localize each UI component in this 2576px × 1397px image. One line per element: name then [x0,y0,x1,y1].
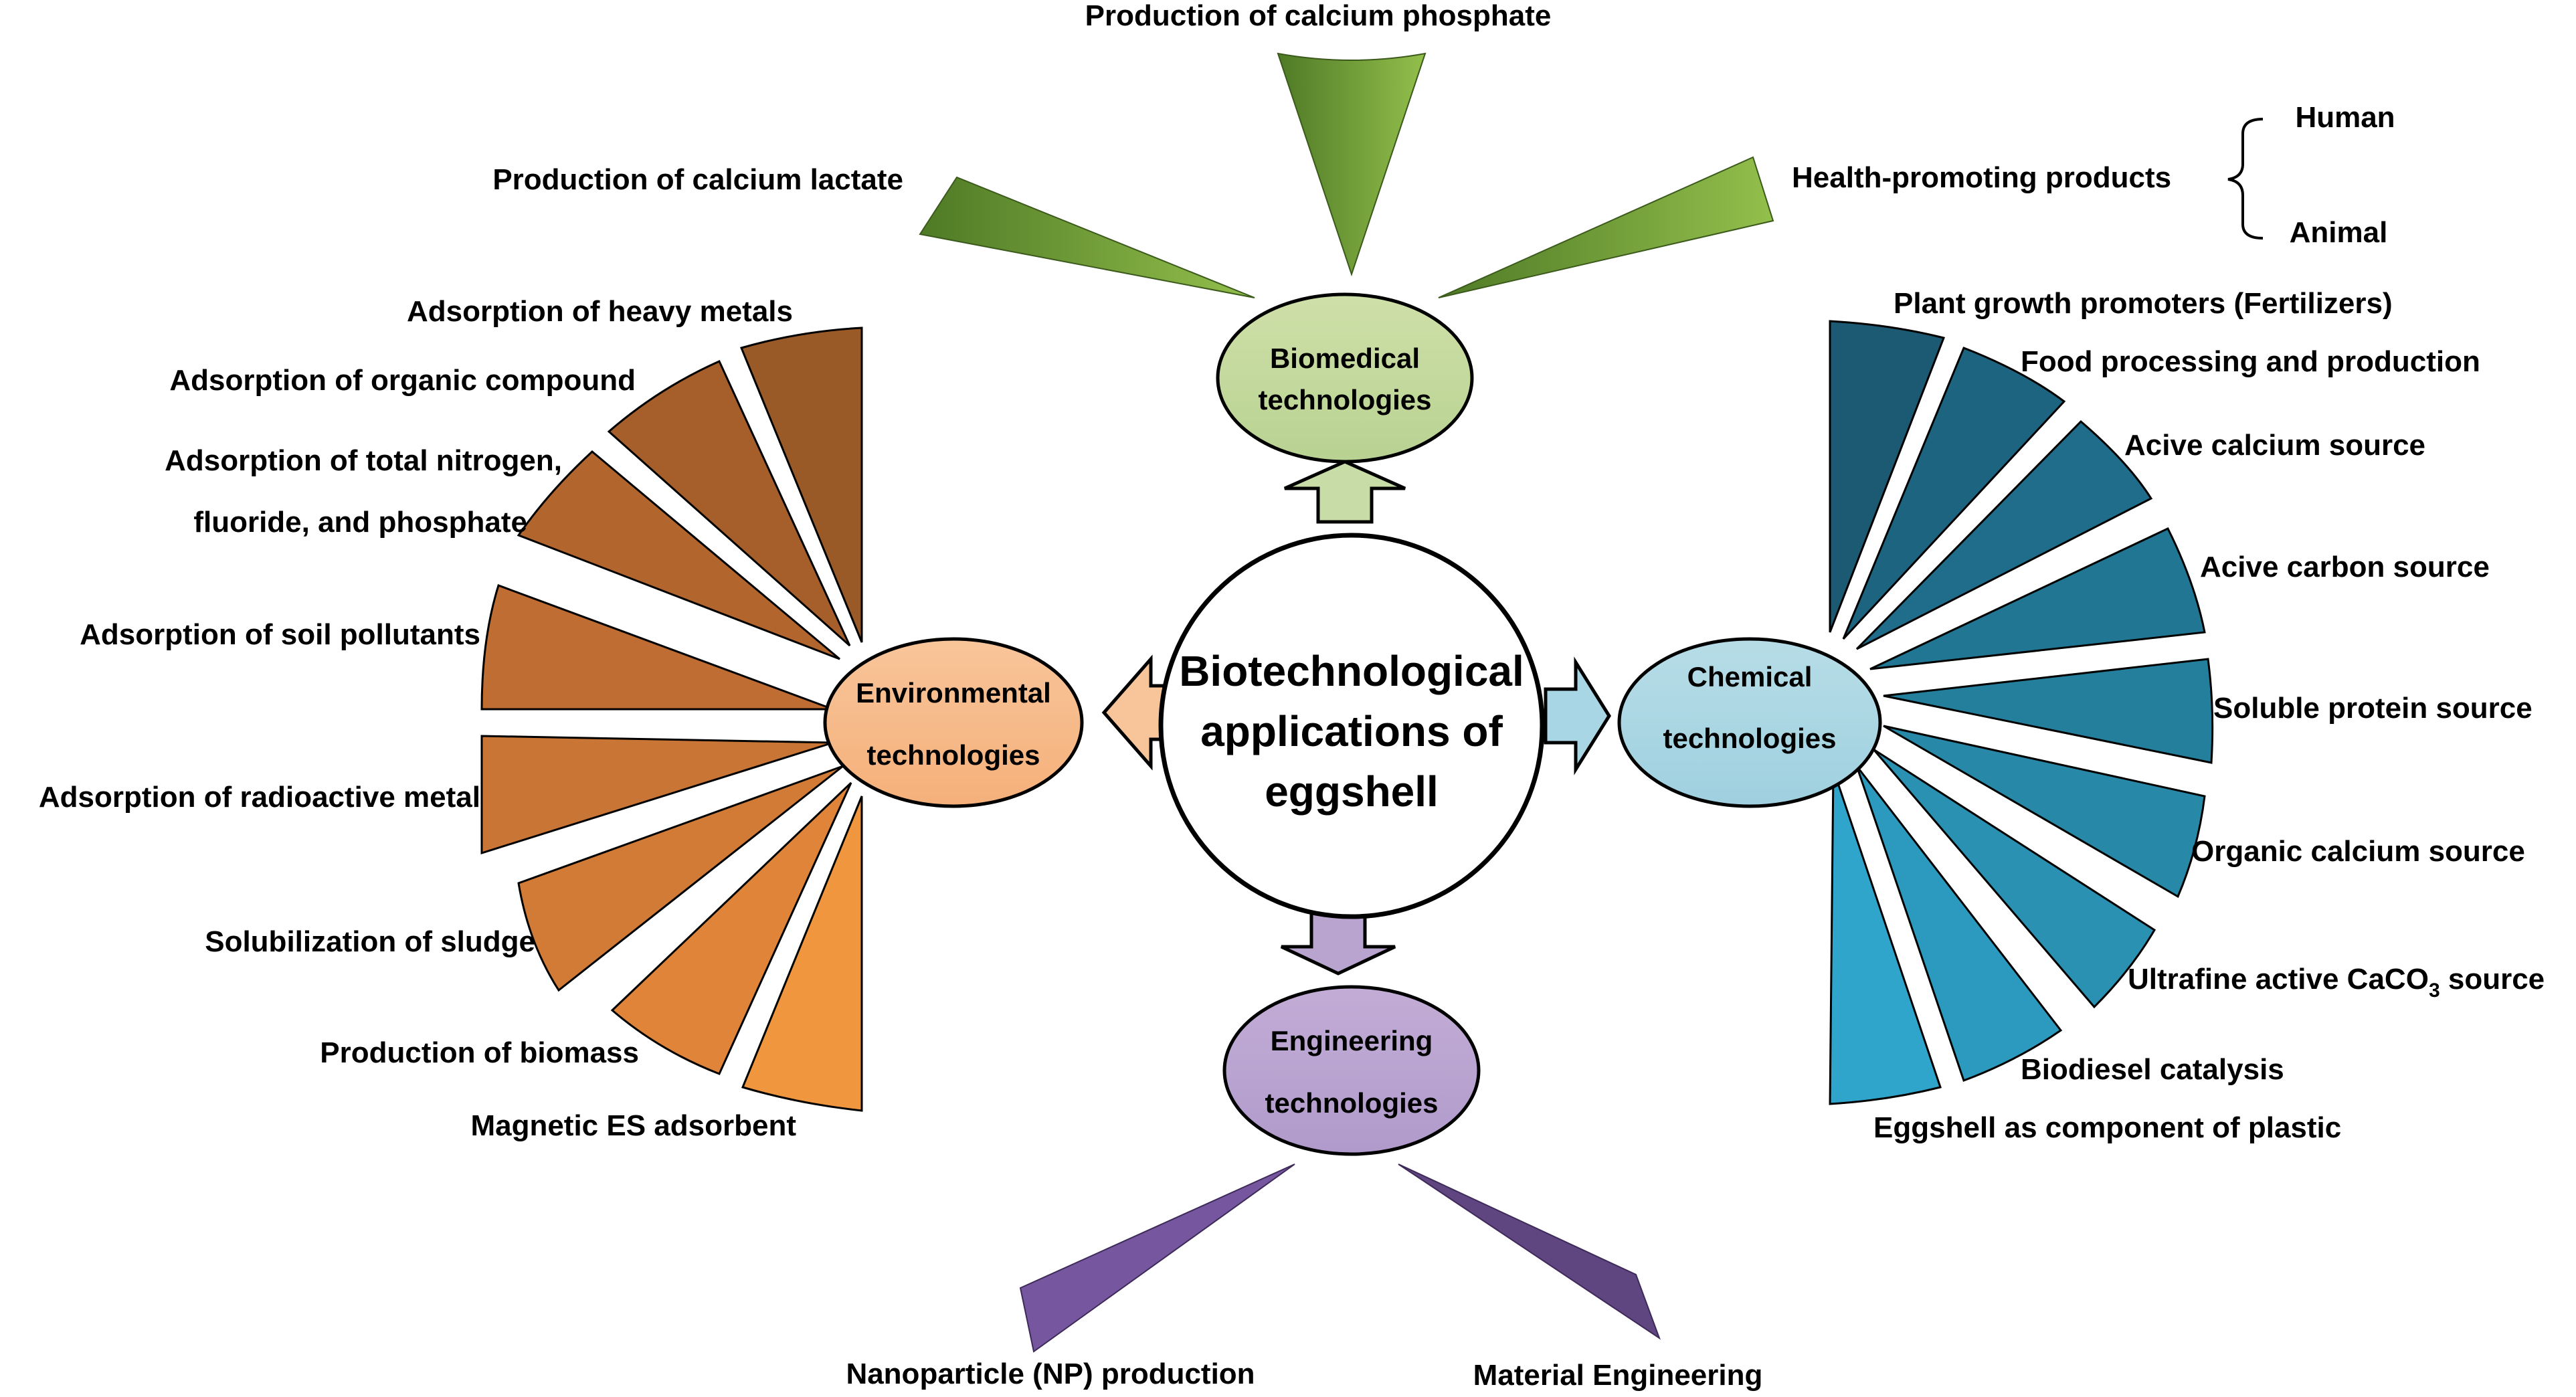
arrow-up [1283,460,1406,524]
biomedical-line-2: technologies [1258,384,1431,415]
fan-health-promoting [1438,156,1774,298]
engineering-fans [1019,1163,1661,1353]
label-total-nitrogen-2: fluoride, and phosphate [193,506,527,539]
environmental-labels: Adsorption of heavy metals Adsorption of… [39,295,796,1142]
env-fan-6 [517,765,844,992]
engineering-node: Engineering technologies [1222,985,1481,1156]
environmental-ellipse [823,637,1084,808]
chem-fan-3 [1855,420,2153,650]
engineering-line-2: technologies [1265,1087,1438,1119]
env-fan-1 [739,327,863,643]
label-material-engineering: Material Engineering [1473,1359,1763,1392]
chemical-line-1: Chemical [1687,661,1813,692]
center-node: Biotechnological applications of eggshel… [1158,533,1545,919]
environmental-fans [480,327,863,1112]
arrow-left [1101,654,1166,771]
label-plant-growth: Plant growth promoters (Fertilizers) [1894,287,2393,320]
label-biodiesel: Biodiesel catalysis [2021,1053,2284,1086]
chem-fan-1 [1829,320,1946,633]
chemical-ellipse [1617,637,1882,808]
label-nanoparticle: Nanoparticle (NP) production [846,1358,1255,1390]
label-calcium-source: Acive calcium source [2124,429,2425,462]
label-animal: Animal [2290,216,2388,249]
center-line-1: Biotechnological [1179,647,1524,695]
center-line-3: eggshell [1265,767,1439,816]
arrow-down [1280,911,1396,975]
center-line-2: applications of [1200,707,1503,755]
env-fan-7 [610,781,852,1075]
label-organic-compound: Adsorption of organic compound [169,364,636,397]
fan-nanoparticle [1019,1163,1295,1353]
label-magnetic-es: Magnetic ES adsorbent [470,1109,796,1142]
ultrafine-suffix: source [2440,963,2545,996]
env-fan-3 [517,450,840,660]
chemical-line-2: technologies [1663,723,1836,754]
fan-calcium-phosphate [1277,52,1427,277]
label-radioactive-metal: Adsorption of radioactive metal [39,781,480,814]
label-biomass: Production of biomass [320,1036,639,1069]
chem-fan-8 [1855,765,2063,1082]
biomedical-fans [919,52,1774,298]
label-heavy-metals: Adsorption of heavy metals [407,295,793,328]
label-organic-calcium: Organic calcium source [2191,835,2525,868]
biomedical-line-1: Biomedical [1270,343,1420,374]
label-soluble-protein: Soluble protein source [2213,692,2533,725]
environmental-line-1: Environmental [856,677,1051,709]
env-fan-2 [607,360,851,647]
chem-fan-7 [1872,748,2156,1009]
arrow-right [1544,656,1611,775]
label-plastic-component: Eggshell as component of plastic [1873,1111,2341,1144]
chem-fan-4 [1869,527,2206,670]
engineering-labels: Nanoparticle (NP) production Material En… [846,1358,1762,1392]
biomedical-node: Biomedical technologies [1216,292,1474,464]
env-fan-8 [741,796,863,1112]
center-circle [1158,533,1545,919]
engineering-line-1: Engineering [1271,1025,1433,1056]
ultrafine-subscript: 3 [2429,980,2440,1002]
env-fan-4 [480,584,834,711]
fan-material-engineering [1398,1163,1661,1340]
label-calcium-lactate: Production of calcium lactate [492,163,903,196]
chem-fan-5 [1883,658,2214,764]
label-health-promoting: Health-promoting products [1792,161,2171,194]
label-human: Human [2295,101,2395,134]
fan-calcium-lactate [919,176,1255,298]
engineering-ellipse [1222,985,1481,1156]
label-ultrafine-caco3: Ultrafine active CaCO3 source [2128,963,2545,1002]
label-sludge: Solubilization of sludge [205,925,535,958]
env-fan-5 [480,735,834,855]
chem-fan-9 [1829,769,1942,1105]
ultrafine-main: Ultrafine active CaCO [2128,963,2429,996]
chemical-labels: Plant growth promoters (Fertilizers) Foo… [1873,287,2545,1144]
label-total-nitrogen-1: Adsorption of total nitrogen, [165,444,562,477]
environmental-node: Environmental technologies [823,637,1084,808]
chemical-fans [1829,320,2214,1105]
biomedical-ellipse [1216,292,1474,464]
biomedical-labels: Production of calcium lactate Production… [492,0,2395,249]
arrows [1101,460,1611,975]
health-brace [2227,118,2264,240]
label-food-processing: Food processing and production [2021,345,2480,378]
label-calcium-phosphate: Production of calcium phosphate [1085,0,1552,32]
label-soil-pollutants: Adsorption of soil pollutants [80,618,480,651]
chem-fan-6 [1883,725,2206,899]
environmental-line-2: technologies [866,739,1040,771]
chem-fan-2 [1842,347,2066,640]
chemical-node: Chemical technologies [1617,637,1882,808]
label-carbon-source: Acive carbon source [2200,551,2490,583]
